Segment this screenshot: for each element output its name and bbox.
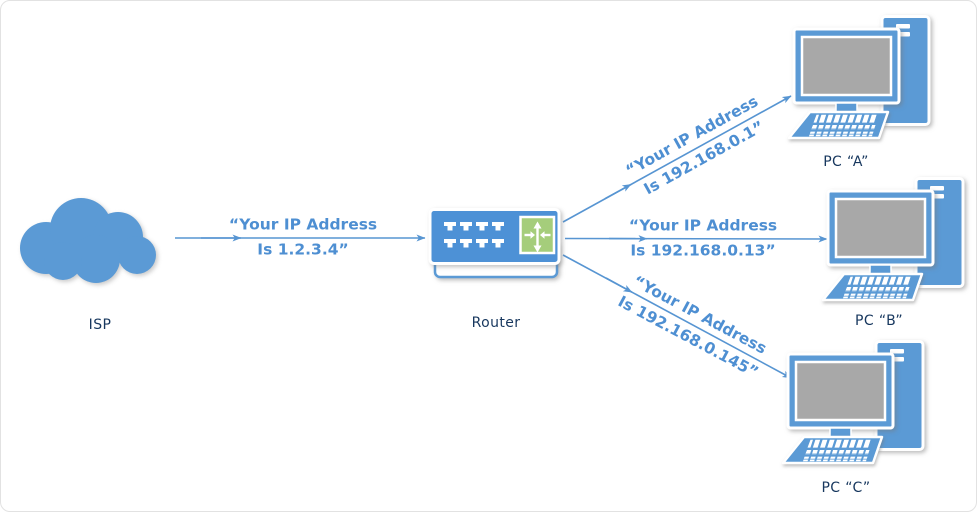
cloud-icon (20, 198, 156, 283)
isp-label: ISP (88, 317, 112, 333)
connection-label-line2: Is 192.168.0.13” (630, 241, 776, 260)
pc-b-icon (823, 179, 963, 301)
connection-lines (175, 95, 828, 379)
router-icon (428, 208, 561, 279)
connection-label-isp-router: “Your IP Address Is 1.2.3.4” (229, 217, 377, 258)
connection-label-line1: “Your IP Address (628, 216, 778, 235)
pc-c-icon (783, 342, 923, 464)
connection-label-router-pc-b: “Your IP Address Is 192.168.0.13” (629, 218, 777, 259)
arrow-router-pc-a-mid-arrowhead (604, 183, 632, 200)
pc-a-icon (789, 17, 929, 139)
arrow-router-pc-b (564, 235, 828, 243)
connection-label-line1: “Your IP Address (228, 215, 378, 234)
router-crossroads-icon (519, 215, 556, 255)
router-label: Router (471, 315, 521, 331)
connection-label-line2: Is 1.2.3.4” (257, 240, 349, 259)
pc-a-label: PC “A” (823, 154, 869, 170)
arrow-router-pc-c-mid-arrowhead (605, 277, 633, 293)
pc-c-label: PC “C” (821, 480, 871, 496)
pc-b-label: PC “B” (855, 313, 903, 329)
arrow-router-pc-a (562, 95, 792, 223)
arrow-router-pc-c (562, 254, 792, 379)
